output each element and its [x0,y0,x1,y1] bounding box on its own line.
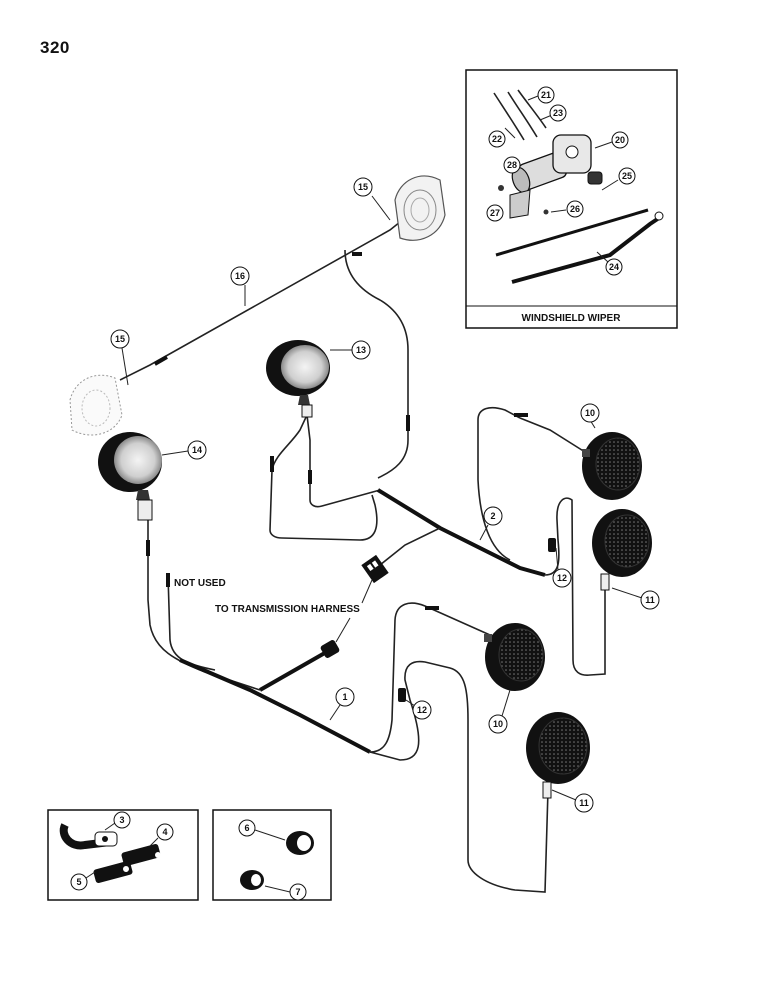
transmission-connector-lower [320,640,340,658]
connectors [146,252,556,702]
svg-text:7: 7 [295,887,300,897]
svg-text:10: 10 [493,719,503,729]
svg-text:10: 10 [585,408,595,418]
svg-text:11: 11 [645,595,655,605]
svg-text:4: 4 [162,827,167,837]
svg-text:20: 20 [615,135,625,145]
harness-wires [119,221,606,893]
svg-text:21: 21 [541,90,551,100]
svg-text:16: 16 [235,271,245,281]
lamp-15-lower [69,374,123,436]
svg-text:28: 28 [507,160,517,170]
wiper-callouts: 21 23 22 20 25 28 27 26 24 [486,86,636,276]
svg-text:24: 24 [609,262,619,272]
lamp-10-lower [484,623,545,691]
wiper-washer [543,209,549,215]
wiper-wires [493,89,547,141]
lamp-11-upper [592,509,652,591]
transmission-connector-upper [361,554,389,584]
svg-text:11: 11 [579,798,589,808]
not-used-label: NOT USED [174,578,226,589]
svg-text:25: 25 [622,171,632,181]
lamp-15-upper [394,175,446,241]
clip-inset: 3 4 5 [47,809,199,901]
wiper-motor [509,134,603,219]
windshield-wiper-inset: WINDSHIELD WIPER 21 23 [465,69,678,329]
svg-text:6: 6 [244,823,249,833]
svg-text:13: 13 [356,345,366,355]
svg-text:14: 14 [192,445,202,455]
svg-text:5: 5 [76,877,81,887]
wiper-blade [495,208,649,257]
svg-text:12: 12 [417,705,427,715]
lamp-14 [98,432,162,521]
not-used-label-group: NOT USED [167,576,226,589]
svg-text:27: 27 [490,208,500,218]
transmission-harness-label: TO TRANSMISSION HARNESS [215,604,360,615]
svg-text:26: 26 [570,204,580,214]
grommet-inset: 6 7 [212,809,332,901]
svg-text:15: 15 [115,334,125,344]
page-number: 320 [40,38,70,57]
svg-text:1: 1 [342,692,347,702]
wiper-arm [511,214,664,284]
svg-text:12: 12 [557,573,567,583]
svg-text:3: 3 [119,815,124,825]
wiper-nut [498,185,504,191]
windshield-wiper-label: WINDSHIELD WIPER [522,313,622,324]
lamp-10-upper [582,432,642,500]
lamp-13 [266,340,330,418]
transmission-leader [335,617,351,643]
svg-text:22: 22 [492,134,502,144]
wiper-arm-pivot [654,211,664,221]
transmission-leader-upper [361,579,373,604]
svg-text:2: 2 [490,511,495,521]
svg-text:23: 23 [553,108,563,118]
main-callouts: 15 16 15 13 14 10 2 12 11 1 12 10 [110,177,660,813]
lamp-11-lower [526,712,590,799]
svg-text:15: 15 [358,182,368,192]
